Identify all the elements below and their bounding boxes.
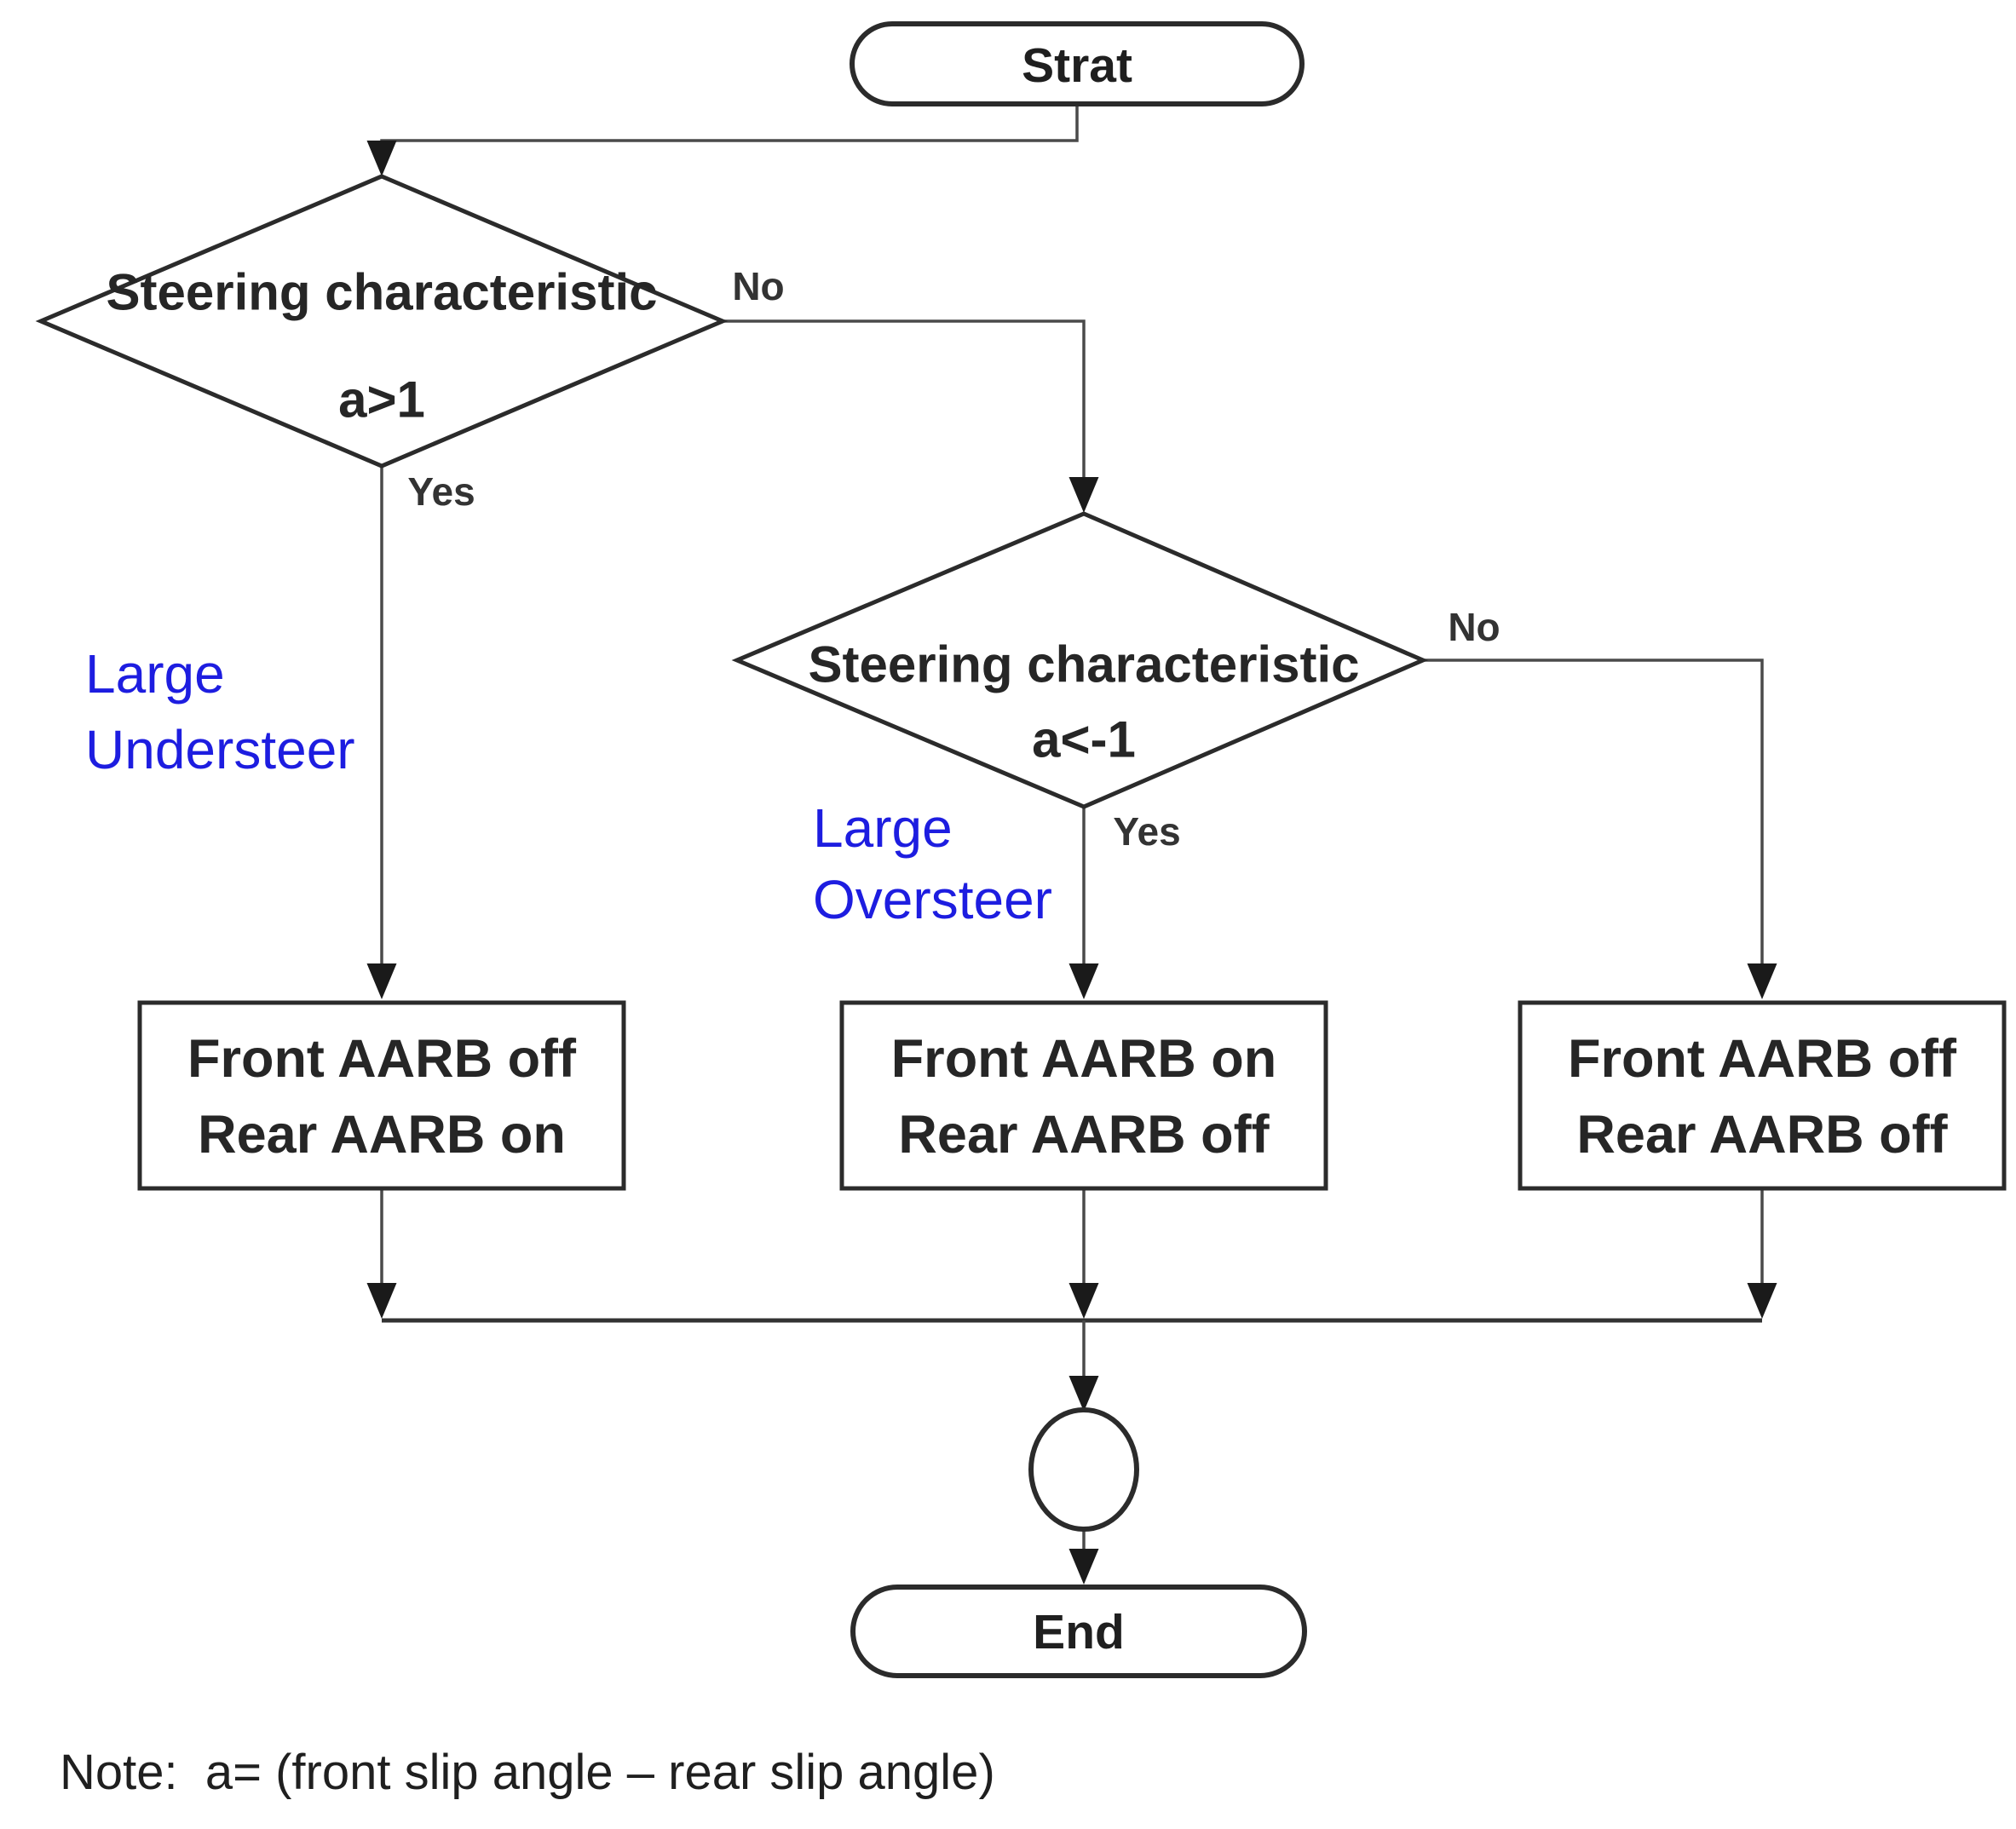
process-middle-node: Front AARB on Rear AARB off [839,1000,1328,1191]
edge-start-to-decision1 [366,104,1079,176]
start-node-shape [850,21,1305,106]
process-middle-shape [839,1000,1328,1191]
oversteer-annotation-line1: Large [813,797,953,859]
oversteer-annotation: Large Oversteer [813,797,1052,930]
note-text: Note: a= (front slip angle – rear slip a… [60,1745,995,1800]
decision2-no-label: No [1448,605,1500,649]
process-left-node: Front AARB off Rear AARB on [137,1000,626,1191]
decision2-yes-label: Yes [1113,809,1180,854]
process-right-line2: Rear AARB off [1576,1105,1948,1165]
oversteer-annotation-line2: Oversteer [813,869,1052,930]
process-middle-line1: Front AARB on [891,1029,1277,1089]
edge-decision2-no-to-process-right [1423,659,1777,999]
start-node: Strat [850,21,1305,106]
understeer-annotation-line2: Understeer [85,719,355,780]
process-left-line2: Rear AARB on [198,1105,566,1165]
start-node-label: Strat [1022,38,1132,93]
decision1-no-label: No [732,264,784,308]
decision1-label-line2: a>1 [338,371,425,428]
decision2-label-line1: Steering characteristic [809,636,1360,693]
understeer-annotation-line1: Large [85,643,225,705]
end-node-shape [850,1585,1307,1678]
process-right-shape [1518,1000,2007,1191]
decision2-node: Steering characteristic a<-1 [731,511,1429,809]
end-node-label: End [1033,1605,1125,1659]
decision2-shape [731,511,1429,809]
process-right-node: Front AARB off Rear AARB off [1518,1000,2007,1191]
connector-circle [1028,1407,1139,1532]
decision1-label-line1: Steering characteristic [107,264,658,321]
process-left-shape [137,1000,626,1191]
decision1-node: Steering characteristic a>1 [35,174,729,469]
process-right-line1: Front AARB off [1568,1029,1957,1089]
edge-decision1-no-to-decision2 [723,319,1099,513]
decision1-yes-label: Yes [407,469,475,514]
end-node: End [850,1585,1307,1678]
process-middle-line2: Rear AARB off [898,1105,1270,1165]
decision2-label-line2: a<-1 [1032,711,1136,768]
understeer-annotation: Large Understeer [85,643,355,780]
process-left-line1: Front AARB off [187,1029,577,1089]
decision1-shape [35,174,729,469]
